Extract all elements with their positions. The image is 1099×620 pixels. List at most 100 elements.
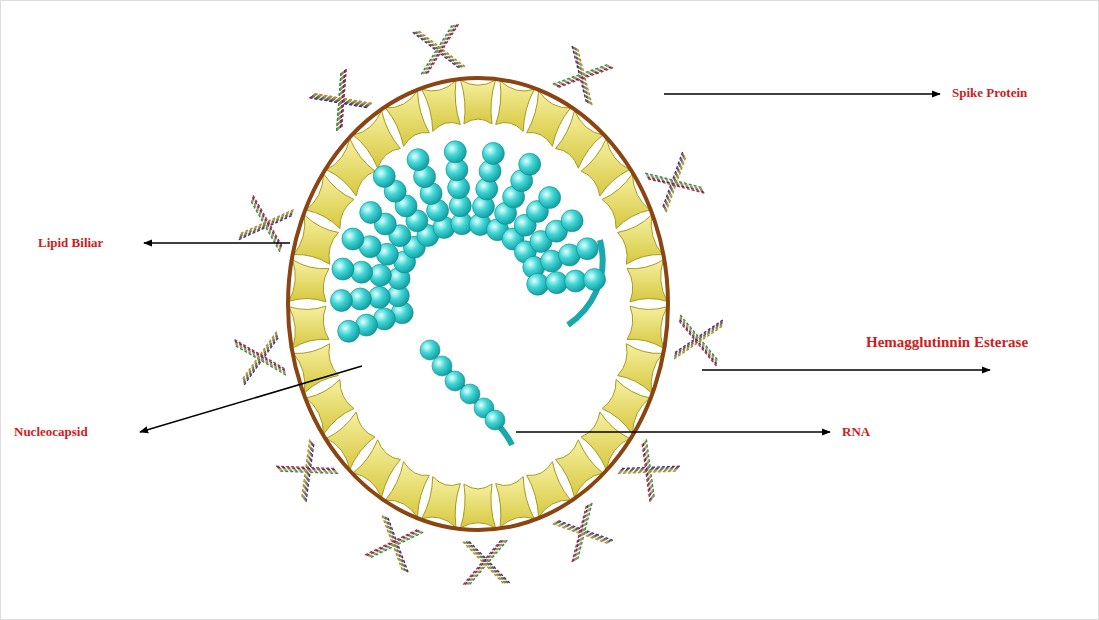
nucleocapsid-bead [584,268,606,290]
membrane-cell [496,477,535,528]
nucleocapsid-bead [342,228,364,250]
spike-strand [418,25,465,75]
spike-strand [673,319,722,365]
nucleocapsid-bead [360,201,382,223]
spike-strand [239,200,293,252]
spike-strand [367,515,421,571]
spike-strand [556,502,612,560]
part-label: Spike Protein [952,86,1027,100]
part-label: Hemagglutinnin Esterase [866,334,1028,351]
membrane-cell [306,380,354,434]
spike-strand [645,155,703,211]
spike-strand [370,516,424,572]
spike-strand [236,335,287,383]
spike-strand [235,332,286,380]
membrane-cell [627,306,667,348]
nucleocapsid-bead [561,210,583,232]
spike-strand [644,153,702,209]
spike-strand [556,502,612,560]
spike-strand [673,320,722,366]
nucleocapsid-bead [373,165,395,187]
nucleocapsid-bead [332,258,354,280]
spike-strand [553,47,609,105]
spike-strand [239,201,293,253]
spike-strand [644,152,702,208]
membrane-cell [289,306,329,348]
spike-strand [315,69,374,128]
spike-strand [644,153,702,209]
nucleocapsid-bead [482,142,504,164]
leader-arrow [702,369,990,371]
spike-strand [647,158,705,214]
nucleocapsid-bead [546,272,568,294]
spike-strand [276,438,335,497]
part-label: Lipid Biliar [38,236,103,250]
spike-strand [419,24,466,74]
spike-strand [616,443,675,502]
spike-strand [365,514,419,570]
nucleocapsid-bead [349,288,371,310]
spike-protein [309,69,373,132]
spike-strand [235,334,286,382]
spike-strand [235,330,286,378]
nucleocapsid-bead [351,261,373,283]
spike-protein [235,330,288,385]
spike-strand [416,25,463,75]
spike-protein [551,501,613,562]
leader-arrow [144,242,290,244]
spike-strand [240,197,294,249]
spike-strand [554,47,610,105]
nucleocapsid-bead [330,290,352,312]
spike-strand [553,504,609,562]
spike-strand [235,330,286,378]
nucleocapsid-bead [338,320,360,342]
nucleocapsid-bead [527,273,549,295]
spike-protein [309,69,373,132]
spike-strand [419,24,466,74]
nucleocapsid-bead [565,270,587,292]
membrane-cell [422,477,461,528]
spike-strand [553,504,609,562]
spike-strand [551,504,607,562]
spike-protein [239,195,295,253]
spike-strand [241,195,295,247]
membrane-cell [460,80,495,124]
spike-strand [554,503,610,561]
spike-strand [645,155,703,211]
spike-strand [557,501,613,559]
spike-strand [646,156,704,212]
spike-protein [413,24,466,75]
spike-strand [365,514,419,570]
spike-strand [616,443,675,502]
spike-protein [673,314,723,366]
spike-strand [239,200,293,252]
spike-strand [235,332,286,380]
spike-strand [557,49,613,107]
spike-strand [462,539,504,584]
spike-protein [551,46,613,107]
leader-arrows [140,94,990,432]
nucleocapsid-bead [485,410,505,430]
spike-strand [554,47,610,105]
membrane-cell [422,81,461,132]
nucleocapsid-bead [576,238,598,260]
membrane-cell [460,484,495,528]
membrane-cell [602,174,650,228]
spike-protein [462,539,510,585]
spike-proteins [235,24,723,584]
nucleocapsid-bead [368,286,390,308]
spike-strand [553,47,609,105]
spike-strand [673,319,722,365]
spike-strand [557,501,613,559]
membrane-cell [289,260,329,302]
nucleocapsid-bead [369,264,391,286]
leader-arrow [516,431,830,433]
spike-strand [416,25,463,75]
spike-strand [235,334,286,382]
spike-strand [315,69,374,128]
lipid-membrane [289,80,667,528]
spike-strand [239,201,293,253]
